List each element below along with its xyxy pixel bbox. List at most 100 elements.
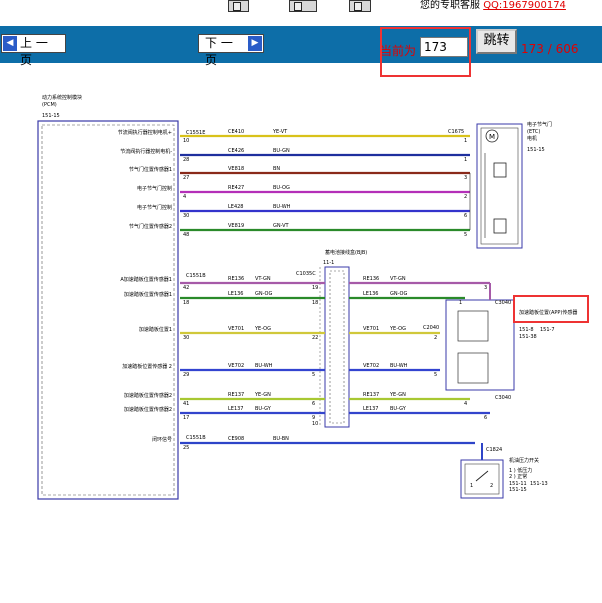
toolbar-button-2[interactable] — [289, 0, 317, 12]
pcm-ref: 151-15 — [42, 113, 60, 119]
prev-page-label: 上 一 页 — [20, 36, 48, 67]
wire-label: 电子节气门控制 — [137, 185, 172, 192]
app-conn-top: C3040 — [495, 300, 511, 306]
wire-color: VT-GN — [255, 276, 271, 282]
service-label: 您的专职客服 — [420, 0, 480, 11]
oil-line2: 2 ) 正常 — [509, 473, 527, 480]
oil-ref3: 151-15 — [509, 487, 527, 493]
sensor-icon-1 — [493, 162, 507, 178]
wire-pin: 29 — [183, 372, 189, 378]
wire-color: BN — [273, 166, 280, 172]
bjb-pin: 22 — [312, 335, 318, 341]
pcm-conn-mid: C1551B — [186, 273, 206, 279]
etc-ref: 151-15 — [527, 147, 545, 153]
wire-color: BU-BN — [273, 436, 289, 442]
wire-circuit: LE136 — [363, 291, 379, 297]
wire-circuit: RE137 — [228, 392, 244, 398]
wire-circuit: LE428 — [228, 204, 244, 210]
bjb-pin: 6 — [312, 401, 315, 407]
motor-icon — [485, 129, 499, 143]
service-qq-link[interactable]: QQ:1967900174 — [483, 0, 566, 11]
oil-switch-block — [460, 459, 504, 499]
arrow-right-icon: ▶ — [248, 36, 262, 51]
pcm-conn-bot: C1551B — [186, 435, 206, 441]
pcm-subtitle: (PCM) — [42, 102, 57, 108]
bjb-bottom-pin: 10 — [312, 421, 318, 427]
wire-circuit: CE410 — [228, 129, 244, 135]
prev-page-button[interactable]: ◀ 上 一 页 — [1, 34, 66, 67]
oil-ref1: 151-11 — [509, 481, 527, 487]
jump-button[interactable]: 跳转 — [476, 29, 517, 54]
app-ref1: 151-8 — [519, 327, 534, 333]
wire-label: 节气门位置传感器1 — [129, 166, 172, 173]
etc-title1: 电子节气门 — [527, 121, 552, 128]
wire-pin: 27 — [183, 175, 189, 181]
etc-block — [476, 123, 523, 249]
wire-circuit: LE137 — [363, 406, 379, 412]
highlight-box-app — [513, 295, 589, 323]
wire-circuit: RE137 — [363, 392, 379, 398]
app-sensor-2 — [457, 352, 489, 384]
switch-icon — [475, 470, 489, 482]
wire-pin: 30 — [183, 213, 189, 219]
wire-end-pin: 5 — [464, 232, 467, 238]
wire-label: 节流阀执行器控制电机- — [120, 148, 172, 155]
bjb-pin: 9 — [312, 415, 315, 421]
wire-color: YE-OG — [389, 326, 406, 332]
bjb-pin: 5 — [312, 372, 315, 378]
app-ref3: 151-38 — [519, 334, 537, 340]
bjb-block — [324, 266, 350, 428]
wire-pin: 48 — [183, 232, 189, 238]
toolbar-button-3[interactable] — [349, 0, 371, 12]
wire-color: GN-VT — [273, 223, 290, 229]
wire-label: 节气门位置传感器2 — [129, 223, 172, 230]
arrow-left-icon: ◀ — [3, 36, 17, 51]
wire-label: 闭环信号 — [152, 436, 172, 443]
wire-color: BU-WH — [255, 363, 273, 369]
wire-color: BU-GN — [273, 148, 290, 154]
wire-color: YE-OG — [254, 326, 271, 332]
wire-label: A加速踏板位置传感器1 — [120, 276, 172, 283]
bjb-pin: 19 — [312, 285, 318, 291]
wire-circuit: CE908 — [228, 436, 244, 442]
wire-circuit: RE136 — [363, 276, 379, 282]
wire-end-pin: 6 — [464, 213, 467, 219]
page-count: 173 / 606 — [521, 42, 579, 56]
current-page-label: 当前为 — [380, 44, 417, 58]
wire-pin: 28 — [183, 157, 189, 163]
app-ref2: 151-7 — [540, 327, 555, 333]
wire-circuit: VE701 — [363, 326, 379, 332]
wire-color: BU-OG — [273, 185, 290, 191]
oil-switch-inner — [464, 463, 500, 495]
toolbar-button-1[interactable] — [228, 0, 249, 12]
wire-end-pin: 3 — [464, 175, 467, 181]
wire-circuit: RE427 — [228, 185, 244, 191]
wire-color: BU-GY — [390, 406, 407, 412]
wire-end-pin: 1 — [464, 157, 467, 163]
bjb-inner — [329, 270, 345, 424]
page-number-input[interactable] — [420, 37, 468, 57]
wire-end-pin: 5 — [434, 372, 437, 378]
oil-conn: C1824 — [486, 447, 502, 453]
next-page-button[interactable]: 下 一 页 ▶ — [198, 34, 264, 67]
wire-label: 加速踏板位置1 — [139, 326, 172, 333]
wire-pin: 42 — [183, 285, 189, 291]
pcm-inner — [41, 124, 175, 496]
bjb-ref: 11-1 — [323, 260, 334, 266]
pcm-block — [37, 120, 179, 500]
wire-label: 加速踏板位置传感器 2 — [122, 363, 172, 370]
svg-text:1: 1 — [470, 483, 473, 489]
wire-end-pin: 1 — [459, 300, 462, 306]
wire-circuit: VE702 — [228, 363, 244, 369]
highlight-box-page — [380, 27, 471, 77]
wire-circuit: VE702 — [363, 363, 379, 369]
wire-color: GN-OG — [390, 291, 407, 297]
wire-color: BU-WH — [273, 204, 291, 210]
app-sensor-1 — [457, 310, 489, 342]
next-page-label: 下 一 页 — [205, 36, 233, 67]
oil-line1: 1 ) 低压力 — [509, 467, 532, 474]
wiring-diagram: 动力系统控制模块 (PCM) 151-15 C1551E C1551B C155… — [37, 94, 589, 500]
etc-inner — [480, 127, 519, 245]
wire-color: BU-GY — [255, 406, 272, 412]
